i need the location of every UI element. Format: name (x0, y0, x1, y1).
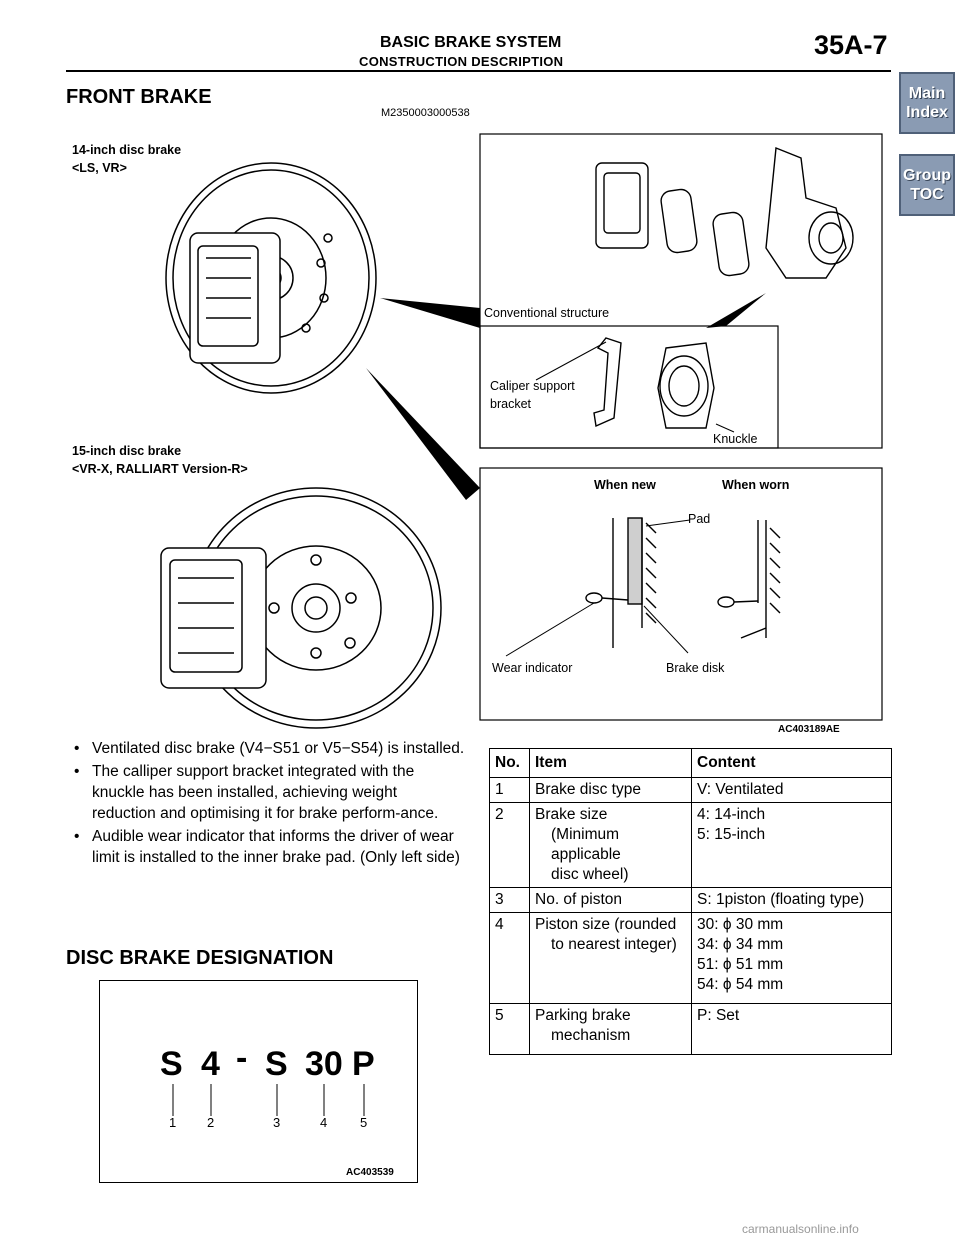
front-brake-figure: 14-inch disc brake <LS, VR> 15-inch disc… (66, 128, 886, 740)
page-header-title: BASIC BRAKE SYSTEM (380, 34, 562, 51)
label-15-inch-line2: <VR-X, RALLIART Version-R> (72, 462, 248, 476)
cell-item: Piston size (rounded to nearest integer) (529, 912, 692, 1004)
label-caliper-support-line1: Caliper support (490, 379, 575, 393)
cell-no: 3 (489, 887, 530, 913)
cell-item: Brake size (Minimum applicable disc whee… (529, 802, 692, 888)
designation-figure: S 4 - S 30 P 1 2 3 4 5 AC403539 (99, 980, 418, 1183)
table-header-row: No. Item Content (489, 748, 892, 778)
label-14-inch-line1: 14-inch disc brake (72, 143, 182, 157)
group-toc-label-line2: TOC (910, 186, 944, 203)
disc-brake-15-illustration (160, 487, 442, 729)
brake-disk-leader (643, 605, 689, 654)
label-knuckle: Knuckle (713, 432, 758, 446)
designation-char-dash: - (236, 1039, 248, 1077)
conventional-parts-illustration (595, 147, 854, 279)
cell-content: S: 1piston (floating type) (691, 887, 892, 913)
cell-item: Brake disc type (529, 777, 692, 803)
wear-indicator-diagram (585, 517, 781, 648)
designation-num-2: 2 (207, 1115, 215, 1130)
designation-table: No. Item Content 1 Brake disc type V: Ve… (489, 748, 892, 1055)
integrated-bracket-box (479, 325, 779, 449)
label-conventional-structure: Conventional structure (484, 306, 610, 320)
cell-no: 1 (489, 777, 530, 803)
cell-item: No. of piston (529, 887, 692, 913)
integrated-parts-illustration (593, 337, 715, 429)
table-row: 1 Brake disc type V: Ventilated (489, 777, 892, 803)
list-item: Audible wear indicator that informs the … (70, 826, 465, 868)
callout-wedge-lower (366, 368, 480, 500)
label-when-new: When new (594, 478, 656, 492)
label-when-worn: When worn (722, 478, 790, 492)
callout-wedge-right (706, 293, 766, 328)
table-row: 2 Brake size (Minimum applicable disc wh… (489, 802, 892, 888)
list-item: The calliper support bracket integrated … (70, 761, 465, 824)
cell-content: 4: 14-inch 5: 15-inch (691, 802, 892, 888)
designation-char-3: S (265, 1045, 288, 1083)
disc-brake-14-illustration (165, 162, 377, 394)
column-header-item: Item (529, 748, 692, 778)
designation-leaders (172, 1084, 365, 1116)
figure-code: AC403189AE (778, 724, 840, 735)
label-pad: Pad (688, 512, 711, 526)
section-title-designation: DISC BRAKE DESIGNATION (66, 947, 334, 969)
watermark-footer: carmanualsonline.info (742, 1222, 859, 1236)
wear-indicator-box (479, 467, 883, 721)
designation-num-1: 1 (169, 1115, 177, 1130)
cell-content: 30: ϕ 30 mm 34: ϕ 34 mm 51: ϕ 51 mm 54: … (691, 912, 892, 1004)
main-index-label-line2: Index (906, 104, 948, 121)
cell-no: 4 (489, 912, 530, 1004)
list-item: Ventilated disc brake (V4−S51 or V5−S54)… (70, 738, 465, 759)
column-header-content: Content (691, 748, 892, 778)
cell-item: Parking brake mechanism (529, 1003, 692, 1055)
table-row: 3 No. of piston S: 1piston (floating typ… (489, 887, 892, 913)
knuckle-leader (715, 423, 735, 433)
feature-list: Ventilated disc brake (V4−S51 or V5−S54)… (70, 738, 465, 870)
column-header-no: No. (489, 748, 530, 778)
table-row: 4 Piston size (rounded to nearest intege… (489, 912, 892, 1004)
section-title: FRONT BRAKE (66, 86, 212, 108)
designation-figure-code: AC403539 (346, 1167, 394, 1178)
designation-char-4: 30 (305, 1045, 343, 1083)
page-number: 35A-7 (814, 30, 888, 60)
cell-no: 5 (489, 1003, 530, 1055)
conventional-structure-box (479, 133, 883, 449)
main-index-button[interactable]: Main Index (899, 72, 955, 134)
front-brake-illustration (160, 133, 883, 729)
designation-num-5: 5 (360, 1115, 368, 1130)
designation-num-4: 4 (320, 1115, 328, 1130)
label-caliper-support-line2: bracket (490, 397, 531, 411)
label-brake-disk: Brake disk (666, 661, 725, 675)
cell-no: 2 (489, 802, 530, 888)
pad-leader (645, 519, 691, 527)
designation-char-2: 4 (201, 1045, 220, 1083)
main-index-label-line1: Main (908, 85, 946, 102)
label-15-inch-line1: 15-inch disc brake (72, 444, 182, 458)
group-toc-label-line1: Group (903, 167, 951, 184)
label-wear-indicator: Wear indicator (492, 661, 573, 675)
cell-content: V: Ventilated (691, 777, 892, 803)
label-14-inch-line2: <LS, VR> (72, 161, 127, 175)
table-row: 5 Parking brake mechanism P: Set (489, 1003, 892, 1055)
designation-num-3: 3 (273, 1115, 281, 1130)
callout-wedge-upper (380, 298, 480, 328)
designation-char-5: P (352, 1045, 375, 1083)
caliper-support-leader (535, 341, 607, 381)
group-toc-button[interactable]: Group TOC (899, 154, 955, 216)
document-id: M2350003000538 (381, 107, 470, 119)
cell-content: P: Set (691, 1003, 892, 1055)
designation-char-1: S (160, 1045, 183, 1083)
header-rule (66, 70, 891, 72)
page-header-subtitle: CONSTRUCTION DESCRIPTION (359, 54, 564, 69)
wear-indicator-leader (505, 602, 595, 657)
